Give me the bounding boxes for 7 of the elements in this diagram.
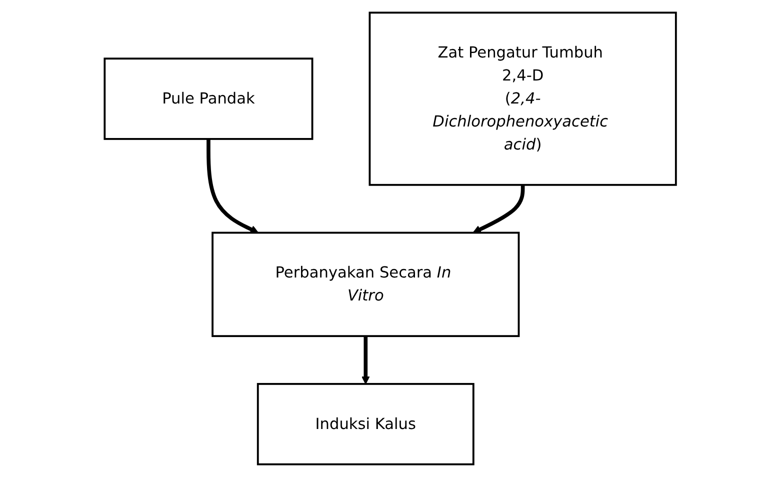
node-box: Perbanyakan Secara In Vitro — [212, 232, 520, 338]
node-box: Induksi Kalus — [257, 383, 475, 466]
arrow — [206, 138, 259, 234]
arrow — [472, 184, 525, 234]
arrow — [362, 336, 370, 384]
node-box: Zat Pengatur Tumbuh 2,4-D (2,4-Dichlorophenoxyacetic acid) — [368, 12, 678, 186]
node-box: Pule Pandak — [104, 58, 314, 140]
